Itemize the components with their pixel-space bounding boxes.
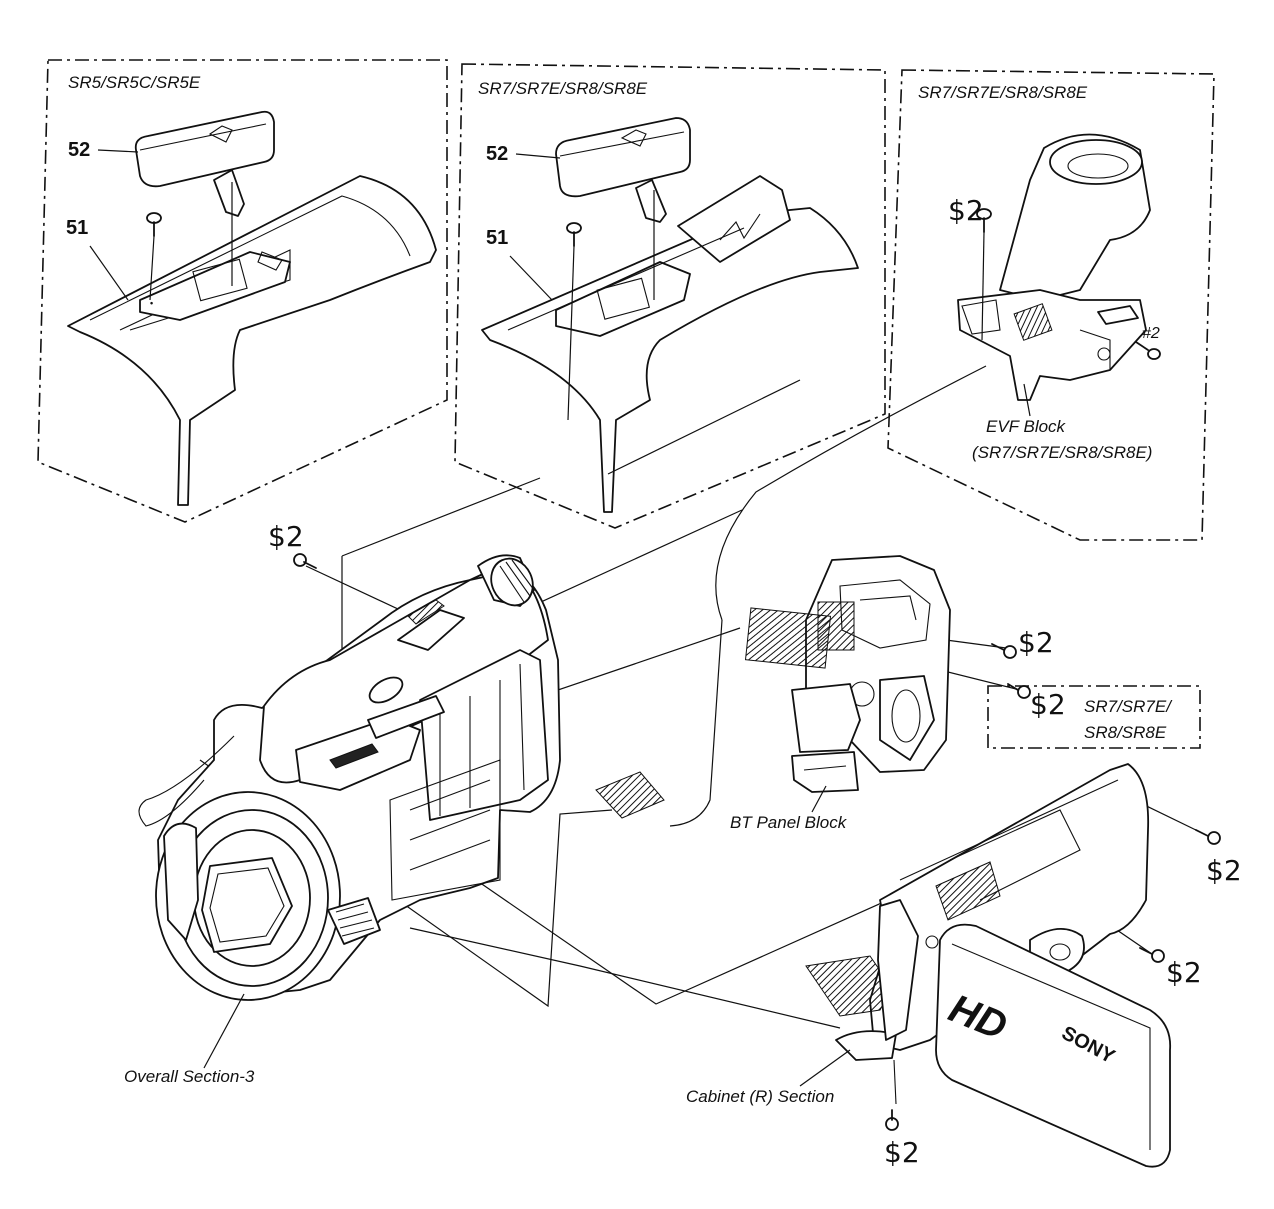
screw-mark-cabinet-bottom: $2 — [884, 1136, 920, 1169]
screw-mark-camera: $2 — [268, 520, 304, 553]
part-number-52-left: 52 — [68, 139, 90, 161]
screw-mark-bt-lower: $2 — [1030, 688, 1066, 721]
svg-text:•: • — [150, 298, 153, 308]
variant-box-left: SR5/SR5C/SR5E — [37, 59, 448, 523]
part-number-51-left: 51 — [66, 217, 88, 239]
variant-box-middle-title: SR7/SR7E/SR8/SR8E — [478, 79, 648, 98]
evf-block-label: EVF Block (SR7/SR7E/SR8/SR8E) — [972, 383, 1152, 462]
screw-camera-top: $2 — [268, 520, 317, 569]
screw-mark-cabinet-right: $2 — [1206, 854, 1242, 887]
variant-box-right-title: SR7/SR7E/SR8/SR8E — [918, 83, 1088, 102]
variant-box-middle: SR7/SR7E/SR8/SR8E — [454, 63, 886, 529]
flex-cable-camera — [595, 771, 665, 819]
top-cabinet-left: • — [67, 175, 437, 506]
part-number-52-middle: 52 — [486, 143, 508, 165]
evf-block — [957, 133, 1151, 401]
screw-mark-evf: $2 — [948, 194, 984, 227]
camera-lens — [155, 791, 381, 1001]
screw-cabinet-right: $2 — [1195, 829, 1242, 887]
leader-lines — [199, 365, 1201, 1029]
variant-box-small: SR7/SR7E/ SR8/SR8E — [987, 685, 1201, 749]
top-cabinet-middle — [481, 175, 859, 513]
screw-evf-side: #2 — [1135, 325, 1161, 360]
variant-box-right: SR7/SR7E/SR8/SR8E — [887, 69, 1215, 541]
bt-panel-label: BT Panel Block — [730, 813, 848, 832]
screw-cabinet-bottom: $2 — [884, 1109, 920, 1169]
screw-evf-top: $2 — [948, 194, 992, 341]
evf-label-line1: EVF Block — [986, 417, 1067, 436]
lcd-panel: HD SONY — [935, 923, 1172, 1168]
variant-box-small-line2: SR8/SR8E — [1084, 723, 1167, 742]
screw-bt-lower: $2 — [1007, 683, 1066, 721]
screw-left-cabinet — [146, 212, 162, 301]
screw-middle-cabinet — [566, 222, 582, 421]
overall-section-label: Overall Section-3 — [124, 1067, 255, 1086]
part-number-51-middle: 51 — [486, 227, 508, 249]
screw-mark-cabinet-mid: $2 — [1166, 956, 1202, 989]
cover-52-middle — [555, 117, 691, 300]
evf-label-line2: (SR7/SR7E/SR8/SR8E) — [972, 443, 1152, 462]
variant-box-small-line1: SR7/SR7E/ — [1084, 697, 1173, 716]
cabinet-r-label: Cabinet (R) Section — [686, 1087, 834, 1106]
cover-52-left — [134, 110, 275, 286]
screw-mark-bt-right: $2 — [1018, 626, 1054, 659]
screw-cabinet-mid: $2 — [1139, 947, 1202, 989]
screw-bt-right: $2 — [991, 626, 1054, 659]
screw-label-hash2: #2 — [1142, 325, 1160, 342]
variant-box-left-title: SR5/SR5C/SR5E — [68, 73, 201, 92]
bt-panel-block — [744, 555, 951, 793]
